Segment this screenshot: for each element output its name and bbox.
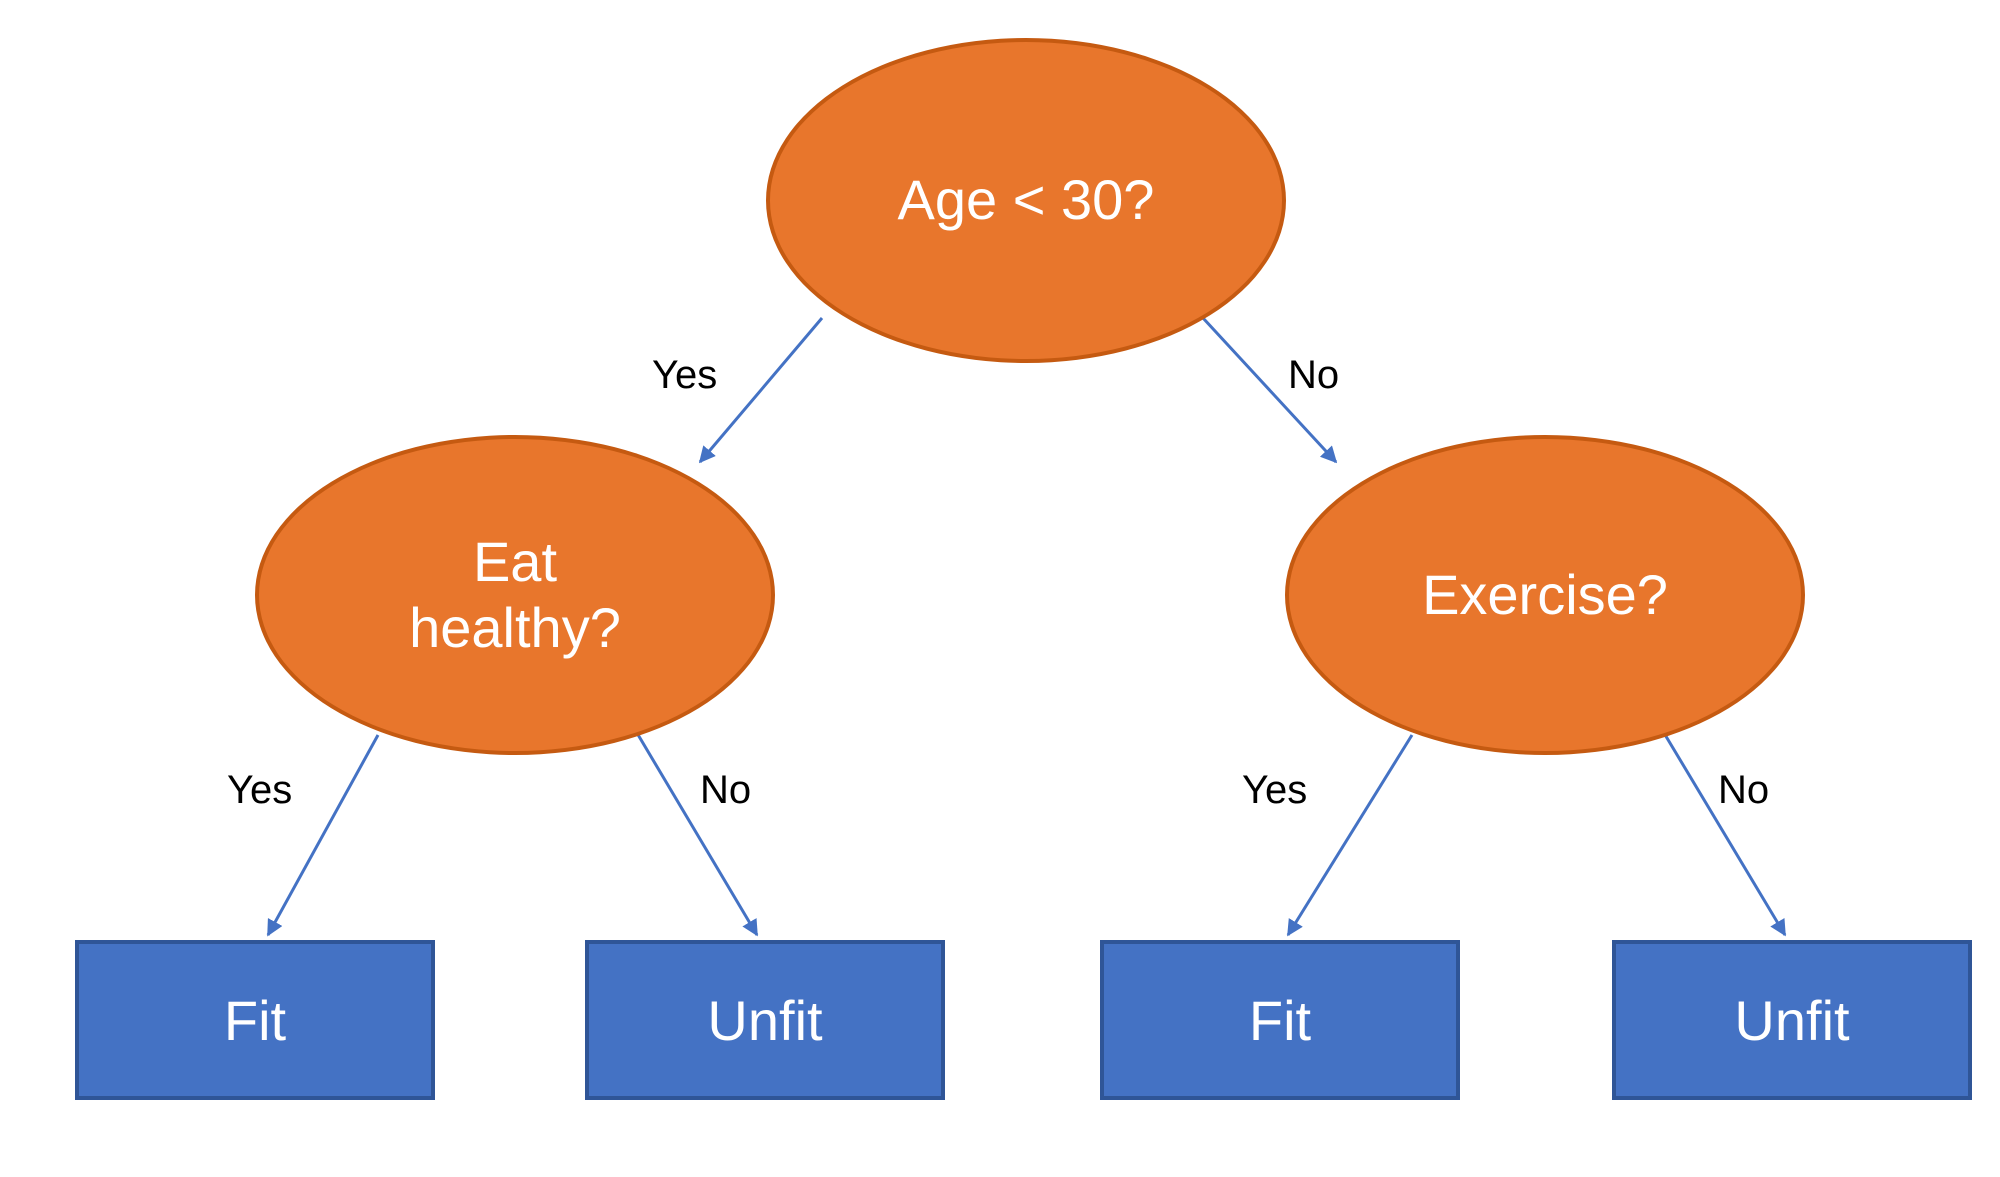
edge-label-right-yes: Yes bbox=[1242, 768, 1308, 812]
edge-right-child-to-leaf-4 bbox=[1662, 732, 1787, 937]
edge-right-child-to-leaf-3 bbox=[1286, 734, 1414, 937]
edge-left-child-to-leaf-1 bbox=[266, 734, 380, 937]
edge-root-to-left-child bbox=[698, 317, 824, 464]
leaf-unfit-right[interactable]: Unfit bbox=[1612, 940, 1972, 1100]
node-root-age[interactable]: Age < 30? bbox=[766, 38, 1286, 363]
edge-label-root-no: No bbox=[1288, 353, 1340, 397]
leaf-fit-right[interactable]: Fit bbox=[1100, 940, 1460, 1100]
leaf-fit-left[interactable]: Fit bbox=[75, 940, 435, 1100]
edge-label-right-no: No bbox=[1718, 768, 1770, 812]
node-eat-healthy[interactable]: Eat healthy? bbox=[255, 435, 775, 755]
edge-label-left-no: No bbox=[700, 768, 752, 812]
edge-label-left-yes: Yes bbox=[227, 768, 293, 812]
edge-label-root-yes: Yes bbox=[652, 353, 718, 397]
edge-left-child-to-leaf-2 bbox=[635, 732, 759, 937]
leaf-unfit-left[interactable]: Unfit bbox=[585, 940, 945, 1100]
node-exercise[interactable]: Exercise? bbox=[1285, 435, 1805, 755]
